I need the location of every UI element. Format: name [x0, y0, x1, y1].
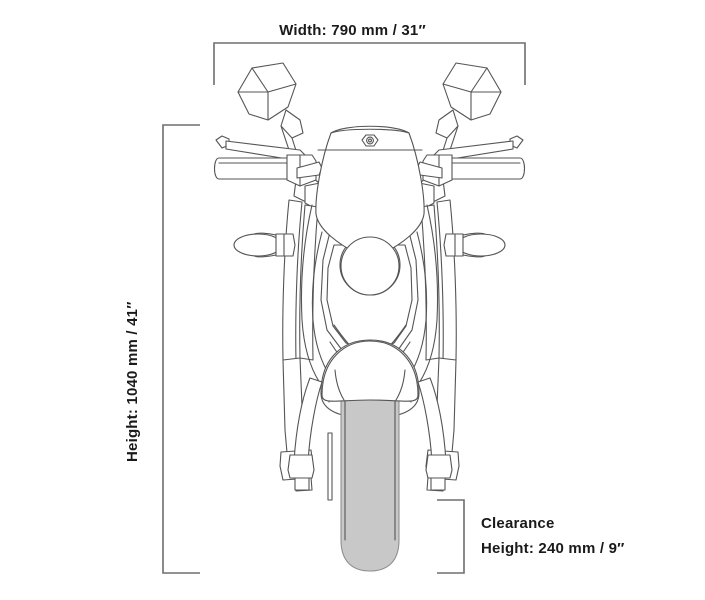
cowl-bolt-icon	[361, 134, 379, 147]
headlight-lens	[340, 236, 400, 296]
fender-cap	[321, 340, 419, 402]
clearance-dimension-label: Clearance Height: 240 mm / 9″	[481, 511, 625, 561]
height-dimension-label: Height: 1040 mm / 41″	[124, 301, 141, 462]
fork-lowers	[287, 377, 453, 491]
lower-frame-detail	[334, 369, 406, 401]
front-tire	[340, 397, 400, 572]
motorcycle-drawing	[213, 62, 526, 572]
brake-line	[327, 432, 333, 501]
width-dimension-bracket	[213, 42, 526, 85]
height-dimension-bracket	[162, 124, 200, 574]
clearance-label-line2: Height: 240 mm / 9″	[481, 540, 625, 557]
width-dimension-label: Width: 790 mm / 31″	[279, 22, 426, 39]
left-turn-signal	[233, 232, 296, 258]
headlight-cowl	[315, 125, 425, 261]
right-handlebar-grip	[407, 135, 526, 211]
frame-rails	[300, 204, 439, 387]
left-handlebar-grip	[213, 135, 332, 211]
right-turn-signal	[443, 232, 506, 258]
clearance-label-line1: Clearance	[481, 515, 555, 532]
clearance-dimension-bracket	[437, 499, 465, 574]
